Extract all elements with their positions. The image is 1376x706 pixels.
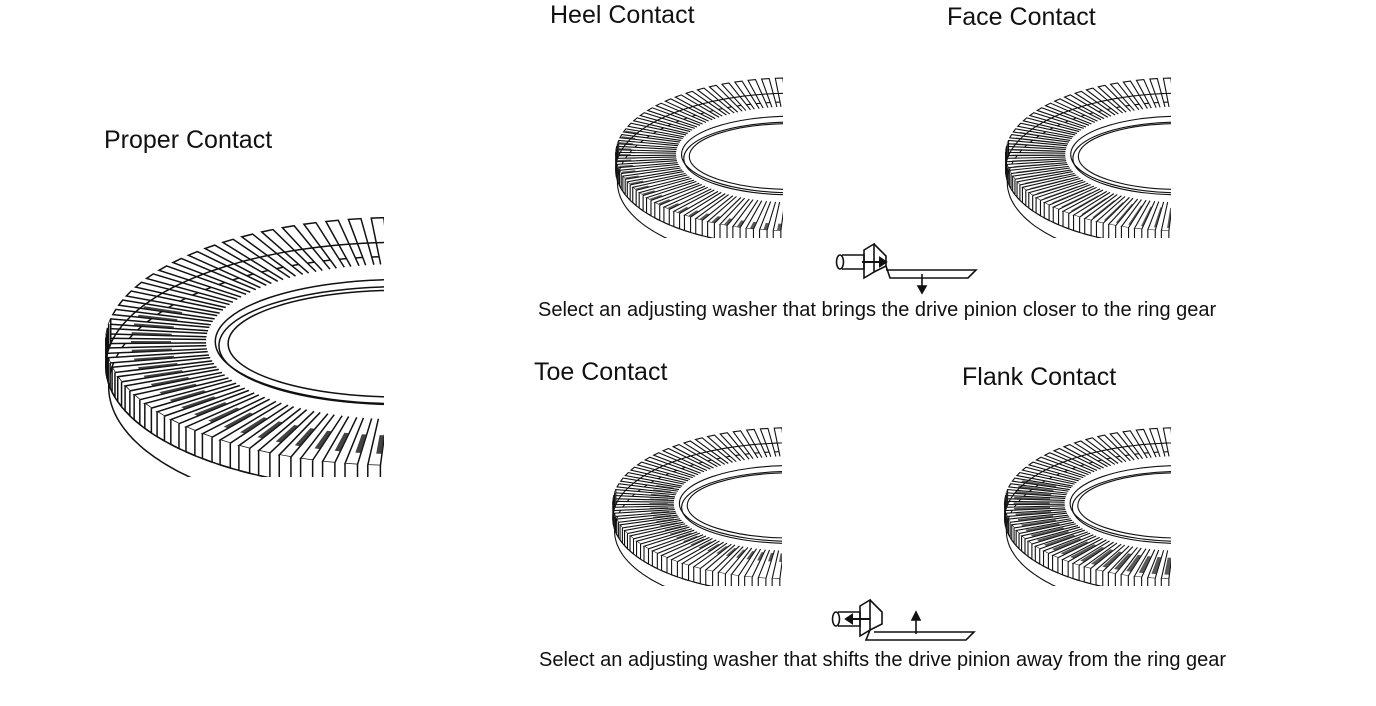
move-down-arrow-icon xyxy=(916,274,928,295)
move-left-arrow-icon xyxy=(844,613,870,625)
away-caption: Select an adjusting washer that shifts t… xyxy=(539,649,1227,671)
proper-contact-label: Proper Contact xyxy=(104,126,273,154)
closer-caption: Select an adjusting washer that brings t… xyxy=(538,299,1217,321)
move-right-arrow-icon xyxy=(862,256,888,268)
toe-contact-label: Toe Contact xyxy=(534,358,668,386)
face-contact-gear xyxy=(1005,77,1171,238)
proper-contact-gear xyxy=(105,216,384,477)
heel-contact-gear xyxy=(615,77,783,238)
face-contact-label: Face Contact xyxy=(947,3,1096,31)
flank-contact-gear xyxy=(1004,427,1171,586)
pinion-away-schematic xyxy=(831,598,976,641)
pinion-closer-schematic xyxy=(835,242,978,295)
flank-contact-label: Flank Contact xyxy=(962,363,1117,391)
move-up-arrow-icon xyxy=(910,610,922,634)
heel-contact-label: Heel Contact xyxy=(550,1,695,29)
toe-contact-gear xyxy=(612,427,782,586)
